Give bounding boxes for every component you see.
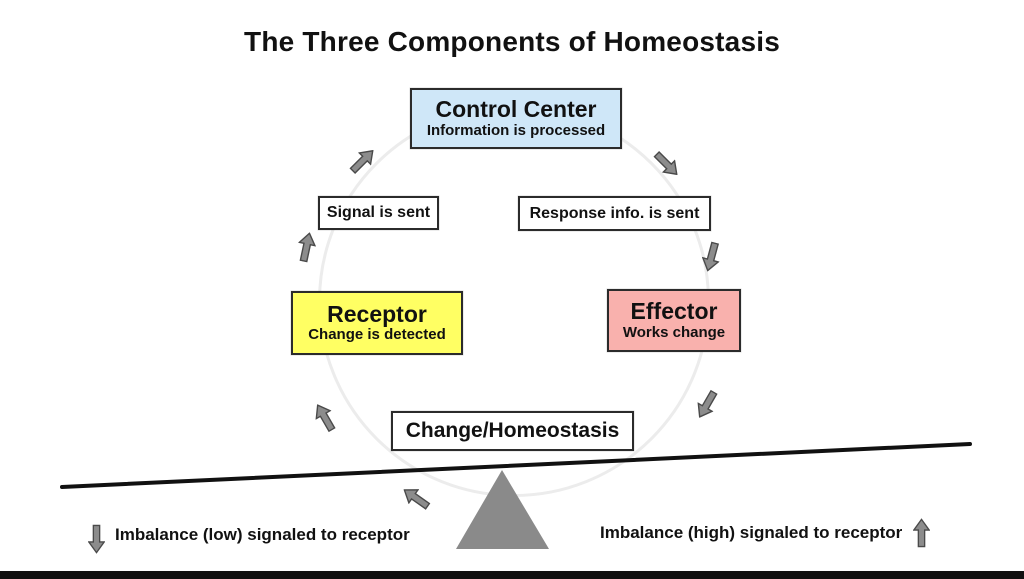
arrow-down-right-icon: [646, 144, 683, 181]
receptor-subtitle: Change is detected: [308, 326, 446, 344]
signal-label: Signal is sent: [326, 204, 431, 221]
effector-title: Effector: [630, 298, 718, 325]
imbalance-high-arrow-up-icon: [912, 517, 931, 554]
arrow-up-left-shallow-icon: [399, 482, 438, 517]
arrow-down-icon: [699, 235, 725, 273]
effector-subtitle: Works change: [622, 323, 726, 341]
arrow-up-right-icon: [342, 144, 379, 181]
response-label-box: Response info. is sent: [518, 196, 711, 231]
receptor-title: Receptor: [327, 300, 427, 327]
arrow-up-left-icon: [309, 400, 342, 439]
control-center-title: Control Center: [435, 96, 597, 123]
arrow-up-icon: [294, 231, 319, 269]
receptor-box: Receptor Change is detected: [291, 291, 463, 355]
effector-box: Effector Works change: [607, 289, 741, 352]
balance-line: [60, 442, 972, 489]
change-homeostasis-label: Change/Homeostasis: [405, 419, 620, 442]
response-label: Response info. is sent: [529, 204, 700, 222]
change-homeostasis-box: Change/Homeostasis: [391, 411, 634, 451]
imbalance-low-label: Imbalance (low) signaled to receptor: [115, 525, 410, 544]
arrow-down-left-icon: [691, 383, 724, 422]
imbalance-high-label: Imbalance (high) signaled to receptor: [600, 523, 903, 542]
signal-label-box: Signal is sent: [318, 196, 439, 230]
imbalance-low-arrow-down-icon: [87, 518, 106, 555]
control-center-box: Control Center Information is processed: [410, 88, 622, 149]
control-center-subtitle: Information is processed: [426, 121, 606, 139]
diagram-title: The Three Components of Homeostasis: [244, 26, 780, 57]
triangle-fulcrum-icon: [456, 470, 549, 549]
bottom-bar: [0, 571, 1024, 579]
